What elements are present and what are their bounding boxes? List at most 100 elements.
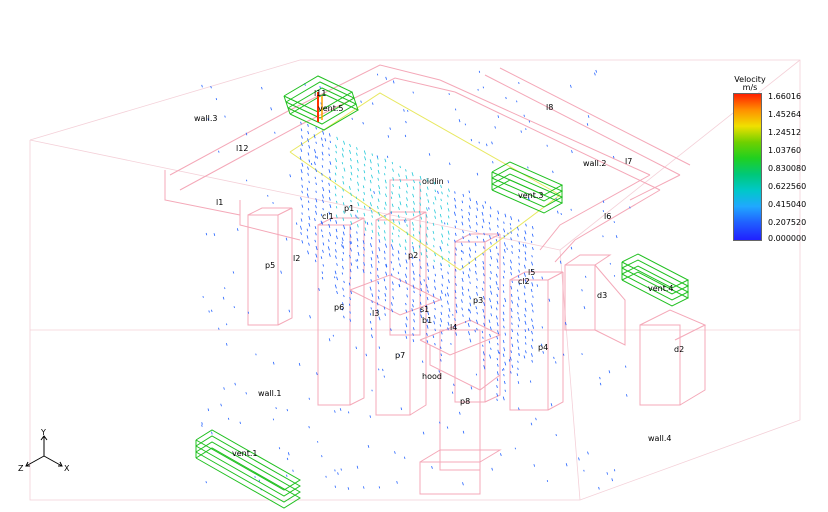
velocity-vector	[307, 207, 310, 211]
velocity-vector	[434, 215, 436, 219]
velocity-vector	[489, 285, 492, 289]
velocity-vector	[502, 353, 505, 358]
velocity-vector	[527, 166, 529, 169]
velocity-vector	[412, 248, 415, 253]
velocity-vector	[371, 194, 373, 199]
velocity-vector	[446, 202, 449, 205]
velocity-vector	[376, 155, 378, 158]
velocity-vector	[308, 222, 311, 227]
velocity-vector	[398, 353, 401, 357]
velocity-vector	[497, 330, 499, 335]
velocity-vector	[503, 373, 505, 377]
velocity-vector	[325, 475, 327, 478]
velocity-vector	[412, 91, 414, 94]
velocity-vector	[397, 214, 400, 219]
velocity-vector	[370, 307, 372, 310]
velocity-vector	[398, 234, 400, 238]
velocity-vector	[441, 233, 444, 238]
velocity-vector	[318, 288, 320, 291]
velocity-vector	[245, 132, 248, 136]
velocity-vector	[517, 324, 520, 328]
velocity-vector	[334, 193, 337, 197]
velocity-vector	[565, 463, 568, 467]
velocity-vector	[583, 306, 586, 310]
velocity-vector	[602, 210, 604, 213]
velocity-vector	[370, 166, 372, 171]
velocity-vector	[484, 201, 487, 204]
velocity-vector	[201, 84, 203, 88]
velocity-vector	[341, 153, 344, 158]
velocity-vector	[384, 313, 386, 316]
velocity-vector	[511, 322, 513, 325]
velocity-vector	[503, 325, 505, 329]
velocity-vector	[440, 318, 443, 323]
velocity-vector	[468, 217, 470, 222]
velocity-vector	[336, 290, 338, 295]
velocity-vector	[342, 265, 344, 270]
velocity-vector	[363, 233, 366, 236]
velocity-vector	[370, 263, 373, 268]
velocity-vector	[503, 367, 505, 371]
label-p1: p1	[344, 204, 354, 213]
velocity-vector	[322, 158, 324, 161]
velocity-vector	[315, 168, 317, 173]
velocity-vector	[322, 264, 324, 267]
velocity-vector	[413, 207, 415, 212]
velocity-vector	[363, 163, 366, 167]
velocity-vector	[594, 72, 596, 76]
velocity-vector	[428, 207, 430, 210]
velocity-vector	[440, 205, 443, 210]
velocity-vector	[497, 349, 500, 354]
velocity-vector	[335, 255, 337, 259]
velocity-vector	[490, 241, 492, 245]
velocity-vector	[349, 241, 352, 245]
velocity-vector	[398, 284, 401, 288]
velocity-vector	[517, 233, 519, 237]
velocity-vector	[300, 197, 302, 201]
velocity-vector	[489, 248, 492, 253]
velocity-vector	[509, 356, 512, 361]
velocity-vector	[502, 284, 505, 287]
legend-title: Velocity	[734, 75, 766, 84]
velocity-vector	[447, 243, 449, 247]
velocity-vector	[308, 144, 311, 149]
velocity-vector	[497, 265, 499, 269]
label-oidlin: oidlin	[422, 177, 444, 186]
velocity-vector	[278, 447, 281, 450]
velocity-vector	[412, 186, 415, 190]
velocity-vector	[363, 486, 365, 489]
velocity-vector	[406, 287, 408, 291]
velocity-vector	[308, 180, 310, 184]
velocity-vector	[531, 225, 534, 230]
velocity-vector	[439, 213, 442, 218]
velocity-vector	[336, 235, 338, 240]
velocity-vector	[234, 382, 236, 386]
velocity-vector	[500, 453, 502, 457]
velocity-vector	[412, 234, 415, 237]
velocity-vector	[626, 394, 628, 397]
velocity-vector	[446, 222, 449, 226]
velocity-vector	[349, 226, 352, 230]
velocity-vector	[348, 185, 351, 190]
velocity-vector	[362, 185, 365, 189]
velocity-vector	[419, 224, 422, 228]
velocity-vector	[315, 245, 318, 251]
velocity-vector	[384, 292, 387, 297]
velocity-vector	[335, 249, 337, 253]
velocity-vector	[448, 307, 451, 312]
velocity-vector	[201, 422, 203, 425]
velocity-vector	[455, 247, 457, 251]
velocity-vector	[470, 138, 473, 142]
velocity-vector	[307, 130, 309, 135]
velocity-vector	[404, 219, 406, 223]
velocity-vector	[510, 266, 512, 270]
velocity-vector	[532, 295, 534, 298]
velocity-vector	[292, 469, 294, 472]
velocity-vector	[491, 141, 493, 145]
velocity-vector	[364, 156, 367, 161]
velocity-vector	[300, 121, 302, 125]
velocity-vector	[348, 411, 350, 414]
velocity-vector	[321, 151, 324, 156]
velocity-vector	[406, 231, 409, 236]
velocity-vector	[448, 237, 450, 241]
